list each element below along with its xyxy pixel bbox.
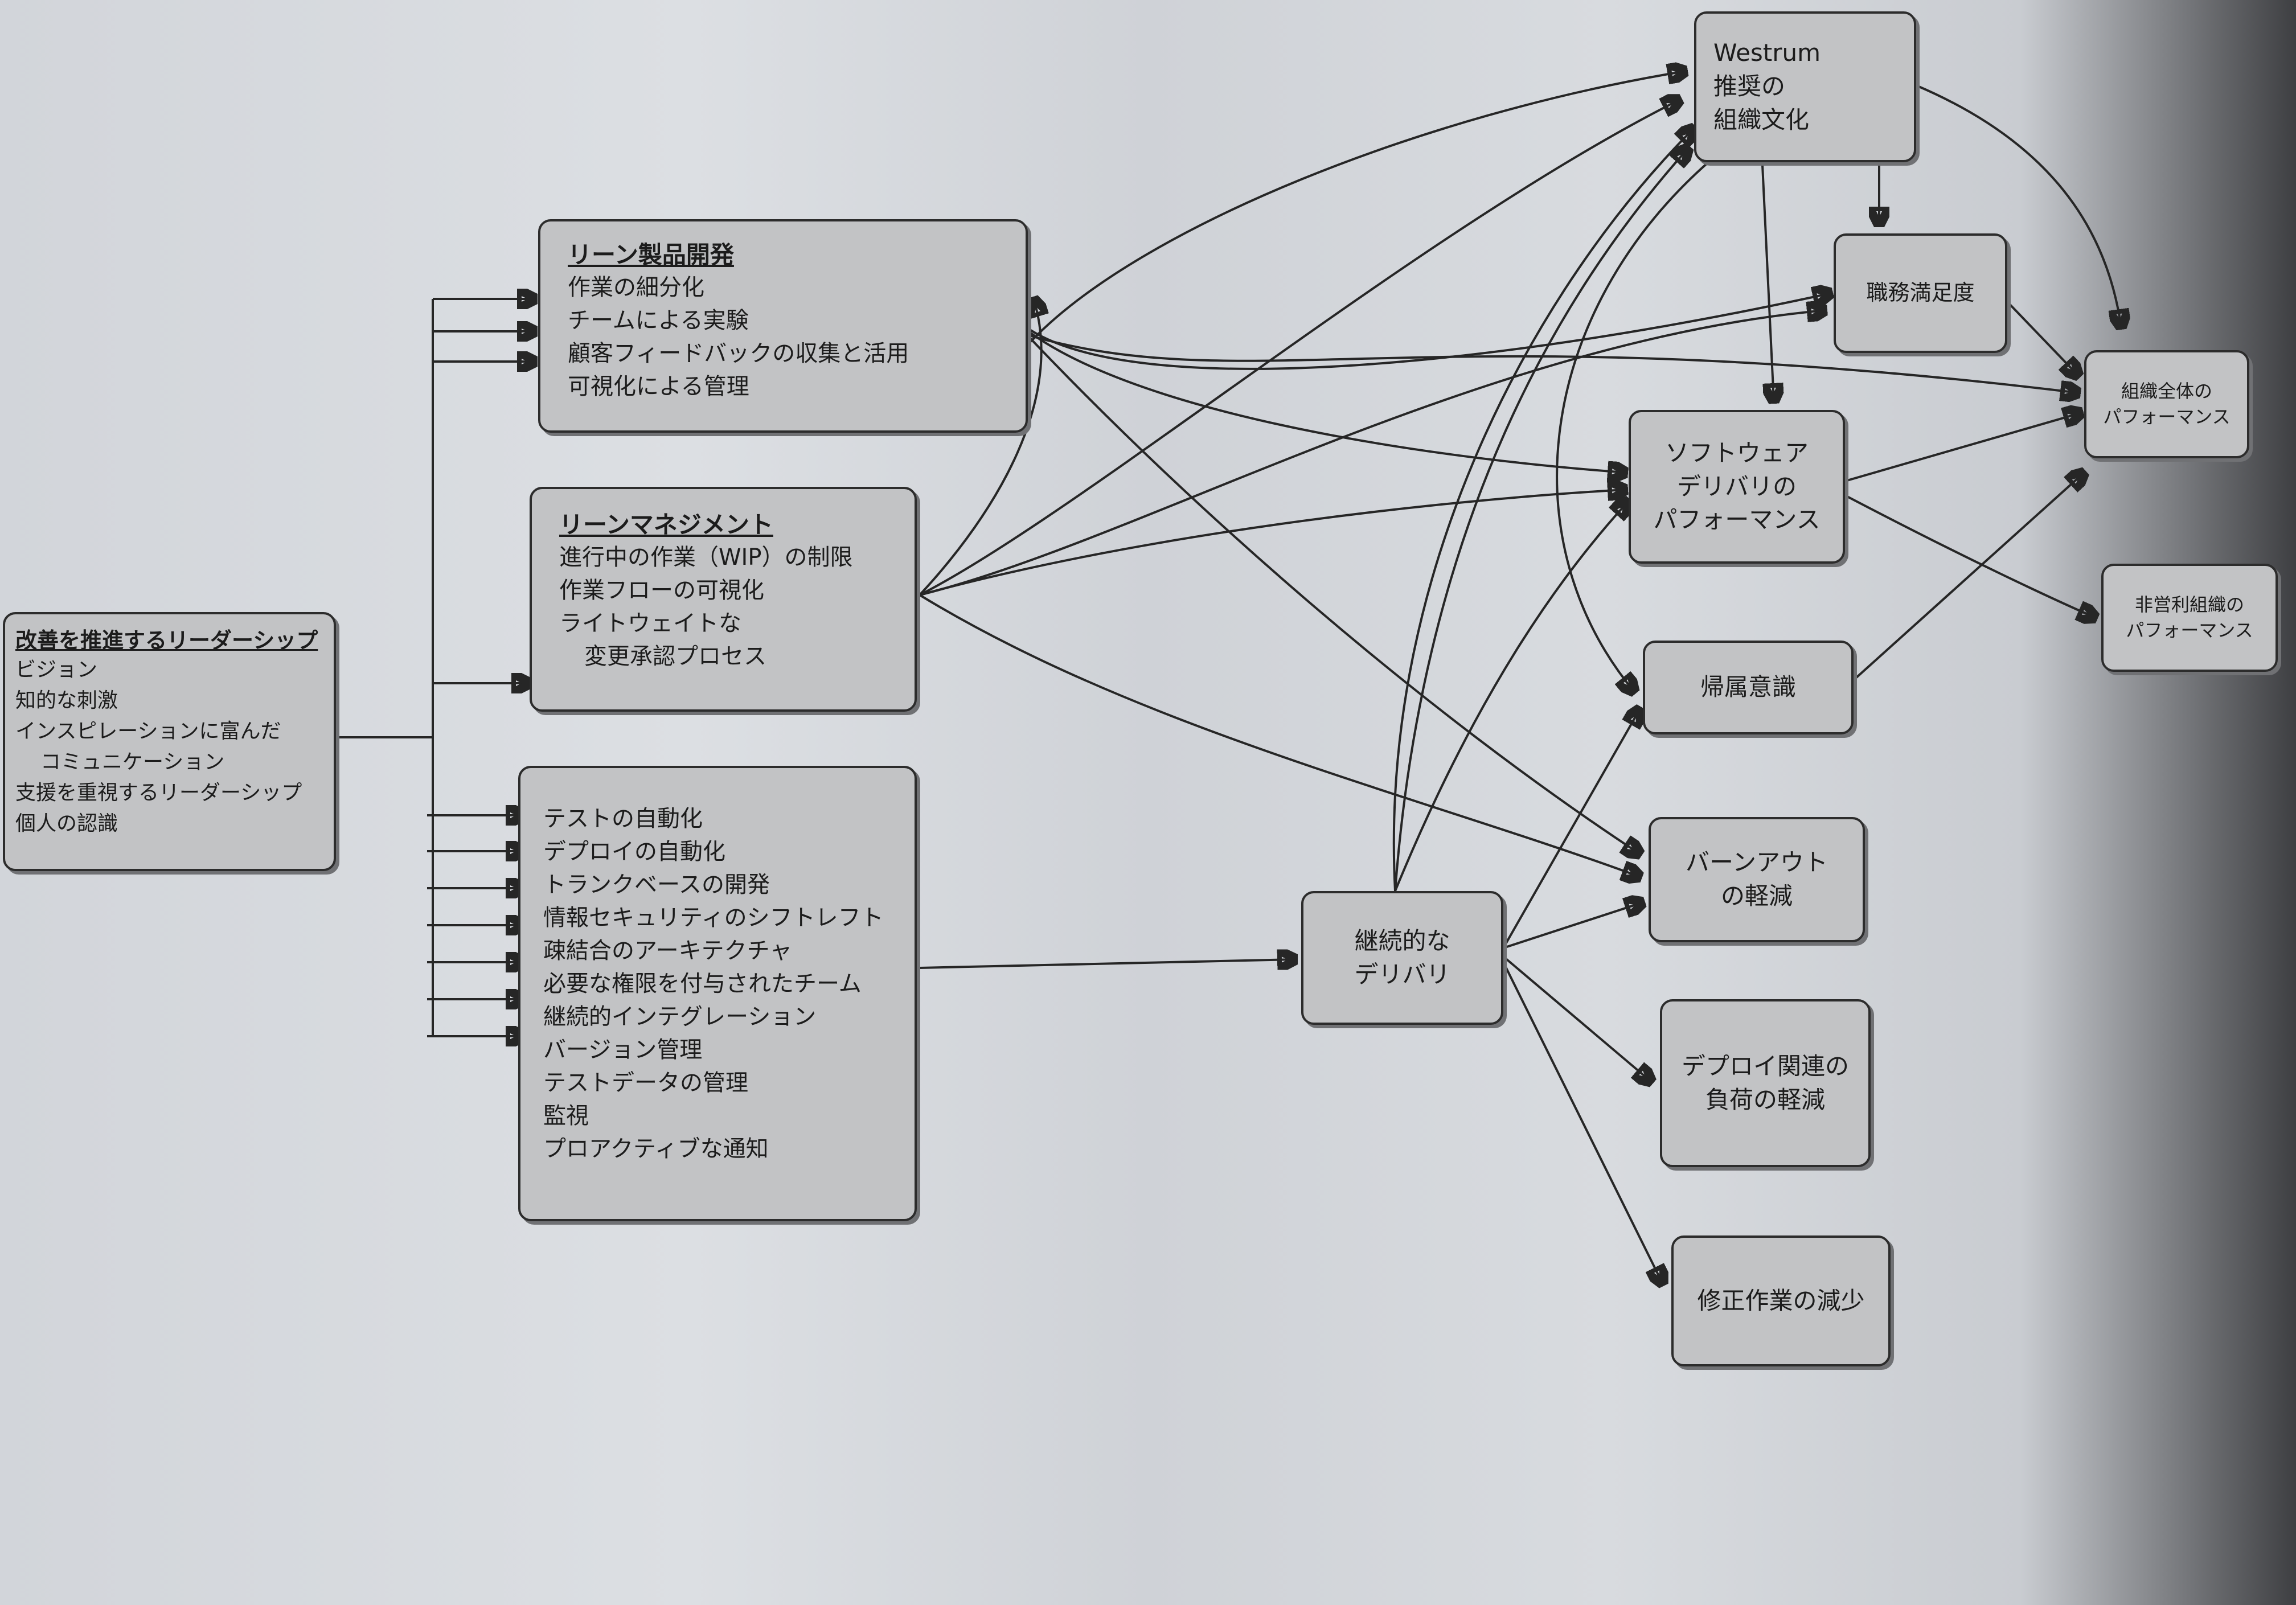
edge-software-delivery-nonprofit [1844,494,2096,618]
node-technical-item: バージョン管理 [543,1037,703,1063]
node-deploy-pain-line: デプロイ関連の [1681,1052,1849,1080]
node-leadership-item: 知的な刺激 [15,689,118,713]
edge-leadership-trunk [336,299,434,738]
node-lean-management-item: ライトウェイトな [559,610,741,637]
node-leadership-item: 支援を重視するリーダーシップ [15,781,302,805]
edge-identity-org-performance [1855,473,2084,679]
edge-technical-continuous-delivery [919,959,1295,968]
node-software-delivery-line: デリバリの [1676,472,1797,500]
node-westrum-line: Westrum [1713,39,1821,67]
node-lean-product-title: リーン製品開発 [568,241,734,269]
node-leadership-item: コミュニケーション [40,750,225,774]
node-westrum: Westrum 推奨の 組織文化 [1694,11,1916,162]
node-org-performance: 組織全体の パフォーマンス [2084,350,2249,458]
node-lean-management-item: 進行中の作業（WIP）の制限 [559,544,853,570]
node-software-delivery-line: ソフトウェア [1664,438,1809,467]
node-continuous-delivery-line: 継続的な [1354,926,1450,955]
node-lean-management-item: 変更承認プロセス [584,643,766,670]
edge-lean-management-westrum [919,100,1680,596]
node-leadership-item: インスピレーションに富んだ [15,720,281,744]
node-rework-line: 修正作業の減少 [1697,1286,1865,1315]
edge-lean-management-burnout [919,594,1640,877]
edge-lean-management-job-satisfaction [919,310,1825,596]
node-burnout-line: バーンアウト [1686,848,1828,877]
node-technical-item: テストの自動化 [543,806,703,832]
node-deploy-pain-line: 負荷の軽減 [1705,1085,1825,1114]
node-software-delivery-line: パフォーマンス [1653,506,1821,534]
edge-lean-product-job-satisfaction [1030,293,1831,370]
node-identity-line: 帰属意識 [1700,673,1796,701]
node-leadership-item: 個人の認識 [15,812,118,836]
node-software-delivery: ソフトウェア デリバリの パフォーマンス [1629,410,1845,564]
edge-job-satisfaction-org-performance [2006,301,2078,376]
node-lean-product-item: チームによる実験 [568,307,749,334]
edge-westrum-org-performance [1916,84,2121,327]
node-technical-item: 必要な権限を付与されたチーム [543,971,862,997]
edge-software-delivery-org-performance [1844,413,2081,482]
edge-cd-software-delivery [1394,501,1629,892]
node-leadership-title: 改善を推進するリーダーシップ [15,628,318,653]
node-leadership: 改善を推進するリーダーシップ ビジョン 知的な刺激 インスピレーションに富んだ … [3,612,336,871]
node-westrum-line: 推奨の [1713,72,1786,101]
node-org-performance-line: 組織全体の [2121,380,2212,403]
edge-lean-product-westrum [1030,71,1686,343]
node-technical-item: プロアクティブな通知 [543,1136,769,1162]
node-lean-product-item: 顧客フィードバックの収集と活用 [568,340,909,367]
edge-cd-identity [1502,709,1640,949]
edge-lean-management-software-delivery [919,490,1626,596]
edge-cd-rework [1502,962,1663,1284]
node-lean-product-item: 作業の細分化 [568,274,704,301]
node-lean-management: リーンマネジメント 進行中の作業（WIP）の制限 作業フローの可視化 ライトウェ… [530,487,917,712]
node-nonprofit-performance-line: パフォーマンス [2126,619,2253,641]
edge-lean-product-org-performance [1030,335,2078,393]
node-org-performance-line: パフォーマンス [2103,406,2231,428]
node-technical-item: 監視 [543,1103,589,1129]
node-leadership-item: ビジョン [15,658,98,682]
node-continuous-delivery: 継続的な デリバリ [1301,891,1503,1025]
edge-cd-burnout [1503,902,1643,949]
node-rework: 修正作業の減少 [1671,1235,1891,1366]
node-technical-item: 継続的インテグレーション [543,1004,817,1030]
node-technical-item: テストデータの管理 [543,1070,748,1096]
node-job-satisfaction: 職務満足度 [1834,233,2007,353]
edge-westrum-software-delivery [1761,165,1774,401]
node-identity: 帰属意識 [1643,641,1854,734]
edge-westrum-identity [1556,161,1709,692]
edge-cd-deploy-pain [1502,955,1651,1082]
node-technical-item: デプロイの自動化 [543,839,725,865]
node-nonprofit-performance-line: 非営利組織の [2134,594,2244,616]
node-westrum-line: 組織文化 [1713,105,1810,134]
edge-lean-product-burnout [1030,338,1640,854]
node-lean-management-item: 作業フローの可視化 [559,577,764,604]
edge-cd-westrum-2 [1394,148,1688,892]
edge-lean-product-software-delivery [1030,332,1626,473]
node-burnout-line: の軽減 [1720,882,1793,910]
node-continuous-delivery-line: デリバリ [1354,960,1450,988]
node-technical-item: 疎結合のアーキテクチャ [543,938,793,964]
node-deploy-pain: デプロイ関連の 負荷の軽減 [1660,999,1871,1167]
edge-lean-management-lean-product [919,299,1042,596]
node-job-satisfaction-line: 職務満足度 [1866,280,1975,306]
node-lean-management-title: リーンマネジメント [559,511,773,539]
edge-cd-westrum-1 [1392,128,1694,892]
node-burnout: バーンアウト の軽減 [1649,817,1865,942]
node-nonprofit-performance: 非営利組織の パフォーマンス [2101,564,2278,672]
node-technical-item: トランクベースの開発 [543,872,770,898]
node-lean-product: リーン製品開発 作業の細分化 チームによる実験 顧客フィードバックの収集と活用 … [538,219,1028,433]
node-lean-product-item: 可視化による管理 [568,373,749,400]
node-technical-practices: テストの自動化 デプロイの自動化 トランクベースの開発 情報セキュリティのシフト… [518,766,917,1221]
node-technical-item: 情報セキュリティのシフトレフト [543,905,884,931]
